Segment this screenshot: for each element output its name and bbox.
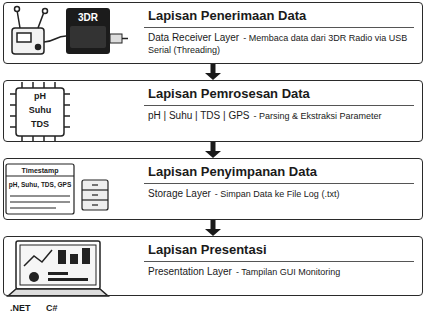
layer-name: Presentation Layer: [148, 266, 232, 277]
receiver-layer-box: Lapisan Penerimaan DataData Receiver Lay…: [3, 2, 423, 64]
processing-layer-box: Lapisan Pemrosesan Data pH | Suhu | TDS |…: [3, 80, 423, 142]
file-field: Timestamp: [22, 167, 59, 174]
layer-name: Storage Layer: [148, 188, 211, 199]
module-icon: [66, 8, 128, 54]
flow-arrow: [205, 220, 221, 236]
title-rule: [144, 27, 414, 28]
storage-layer-box: Lapisan Penyimpanan DataStorage Layer - S…: [3, 158, 423, 220]
layer-title: Lapisan Presentasi: [148, 242, 267, 258]
layer-function: - Parsing & Ekstraksi Parameter: [254, 111, 382, 121]
tech-label: C#: [46, 304, 58, 313]
layer-description: Presentation Layer - Tampilan GUI Monitor…: [148, 266, 412, 278]
file-icon: [6, 164, 108, 214]
layer-name: pH | Suhu | TDS | GPS: [148, 110, 250, 121]
layer-description: Data Receiver Layer- Membaca data dari 3…: [148, 32, 412, 56]
layer-title: Lapisan Penyimpanan Data: [148, 164, 317, 180]
chip-label: Suhu: [29, 106, 52, 115]
layer-function: - Tampilan GUI Monitoring: [236, 267, 340, 277]
chip-icon: [10, 82, 70, 142]
laptop-icon: [8, 241, 108, 296]
layer-name: Data Receiver Layer: [148, 32, 239, 43]
tech-label: .NET: [10, 304, 31, 313]
layer-description: pH | Suhu | TDS | GPS - Parsing & Ekstrak…: [148, 110, 412, 122]
file-field: pH, Suhu, TDS, GPS: [9, 182, 71, 189]
title-rule: [144, 105, 414, 106]
layer-description: Storage Layer - Simpan Data ke File Log (…: [148, 188, 412, 200]
presentation-layer-box: Lapisan PresentasiPresentation Layer - Ta…: [3, 236, 423, 296]
chip-label: TDS: [31, 120, 49, 129]
flow-arrow: [205, 64, 221, 80]
module-label: 3DR: [78, 13, 98, 23]
radio-icon: [12, 7, 66, 55]
title-rule: [144, 261, 414, 262]
title-rule: [144, 183, 414, 184]
layer-title: Lapisan Penerimaan Data: [148, 8, 306, 24]
layer-title: Lapisan Pemrosesan Data: [148, 86, 310, 102]
flow-arrow: [205, 142, 221, 158]
layer-function: - Simpan Data ke File Log (.txt): [215, 189, 340, 199]
chip-label: pH: [34, 92, 46, 101]
